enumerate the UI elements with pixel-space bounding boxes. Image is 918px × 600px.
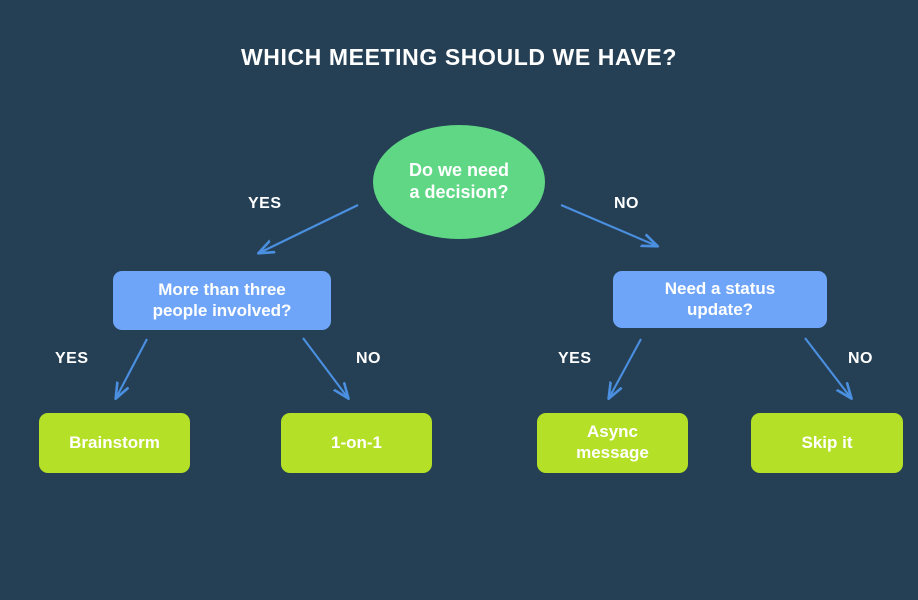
edge-label-right-yes: YES bbox=[558, 350, 592, 367]
node-outcome-async-line1: Async bbox=[586, 422, 639, 442]
node-decision-right-line2: update? bbox=[686, 299, 754, 319]
node-outcome-skip-it[interactable]: Skip it bbox=[751, 413, 903, 473]
arrow-left-yes bbox=[116, 338, 148, 398]
node-root-decision[interactable]: Do we need a decision? bbox=[373, 125, 545, 239]
node-root-line2: a decision? bbox=[409, 182, 509, 202]
node-outcome-one-on-one-label: 1-on-1 bbox=[331, 432, 382, 452]
edge-label-left-no: NO bbox=[356, 350, 381, 367]
arrow-left-no bbox=[302, 337, 348, 398]
node-outcome-async-line2: message bbox=[576, 443, 649, 462]
arrow-right-yes bbox=[609, 338, 642, 398]
edge-label-root-yes: YES bbox=[248, 195, 282, 212]
node-decision-right[interactable]: Need a status update? bbox=[613, 271, 827, 328]
node-outcome-one-on-one[interactable]: 1-on-1 bbox=[281, 413, 432, 473]
node-outcome-async-message[interactable]: Async message bbox=[537, 413, 688, 473]
node-decision-left-line1: More than three bbox=[158, 279, 286, 299]
edge-label-left-yes: YES bbox=[55, 350, 89, 367]
arrow-right-no bbox=[804, 337, 851, 398]
node-decision-left[interactable]: More than three people involved? bbox=[113, 271, 331, 330]
edge-label-right-no: NO bbox=[848, 350, 873, 367]
page-title: WHICH MEETING SHOULD WE HAVE? bbox=[240, 44, 678, 70]
edge-label-root-no: NO bbox=[614, 195, 639, 212]
node-root-line1: Do we need bbox=[408, 160, 510, 181]
node-outcome-brainstorm-label: Brainstorm bbox=[69, 432, 160, 452]
node-outcome-brainstorm[interactable]: Brainstorm bbox=[39, 413, 190, 473]
arrow-root-no bbox=[560, 204, 657, 246]
node-outcome-skip-label: Skip it bbox=[801, 432, 853, 452]
node-decision-left-line2: people involved? bbox=[152, 300, 292, 320]
node-decision-right-line1: Need a status bbox=[664, 278, 776, 298]
